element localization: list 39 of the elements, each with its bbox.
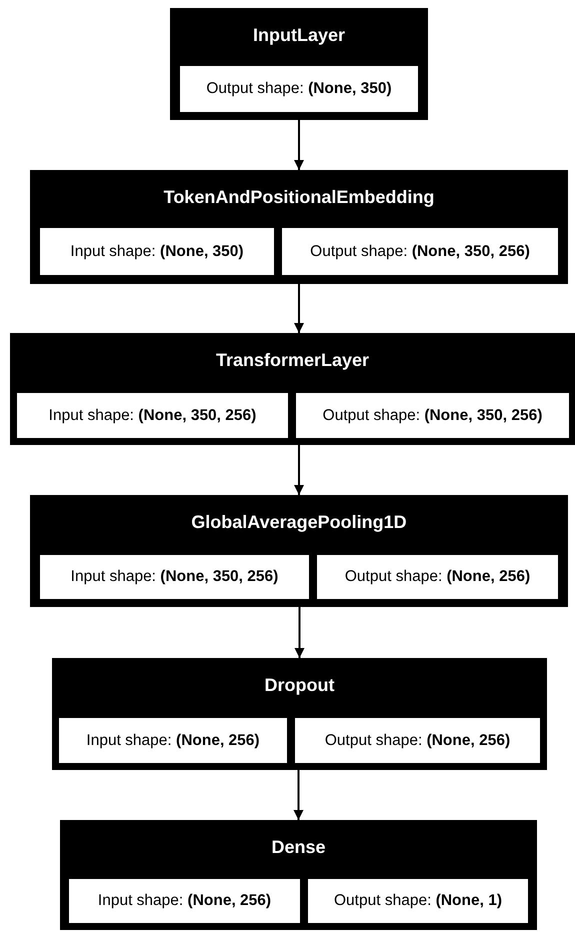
arrow: [294, 770, 304, 820]
layer-box: [170, 8, 428, 120]
shape-text: Output shape: (None, 350, 256): [310, 242, 530, 260]
arrow: [294, 284, 304, 333]
shape-cell: [66, 876, 303, 926]
layer-name: GlobalAveragePooling1D: [191, 512, 407, 533]
layer-box: [60, 820, 537, 930]
layer-name: InputLayer: [252, 25, 345, 46]
shape-text: Output shape: (None, 1): [334, 892, 502, 910]
layer-box: [30, 170, 568, 284]
shape-text: Output shape: (None, 350): [206, 80, 392, 98]
shape-cell: [37, 552, 312, 602]
layer-box: [30, 495, 568, 607]
shape-cell: [314, 552, 561, 602]
shape-text: Output shape: (None, 256): [344, 568, 530, 586]
shape-text: Input shape: (None, 350): [70, 242, 244, 260]
shape-text: Output shape: (None, 350, 256): [322, 406, 542, 424]
shape-cell: [37, 225, 277, 278]
layer-box: [10, 333, 575, 445]
shape-cell: [56, 715, 290, 766]
shape-text: Input shape: (None, 256): [86, 732, 260, 750]
arrow: [294, 607, 304, 658]
shape-cell: [305, 876, 531, 926]
shape-cell: [177, 63, 421, 115]
shape-cell: [279, 225, 561, 278]
arrow: [294, 445, 304, 495]
shape-cell: [14, 390, 291, 441]
layer-name: TokenAndPositionalEmbedding: [164, 187, 434, 208]
shape-text: Input shape: (None, 256): [98, 892, 272, 910]
shape-text: Input shape: (None, 350, 256): [70, 568, 278, 586]
arrow: [294, 120, 304, 170]
shape-text: Input shape: (None, 350, 256): [48, 406, 256, 424]
shape-cell: [292, 715, 543, 766]
shape-text: Output shape: (None, 256): [324, 732, 510, 750]
layer-name: Dense: [271, 837, 326, 858]
layer-name: Dropout: [264, 675, 334, 696]
layer-name: TransformerLayer: [216, 350, 370, 371]
shape-cell: [293, 390, 572, 441]
layer-box: [52, 658, 547, 770]
